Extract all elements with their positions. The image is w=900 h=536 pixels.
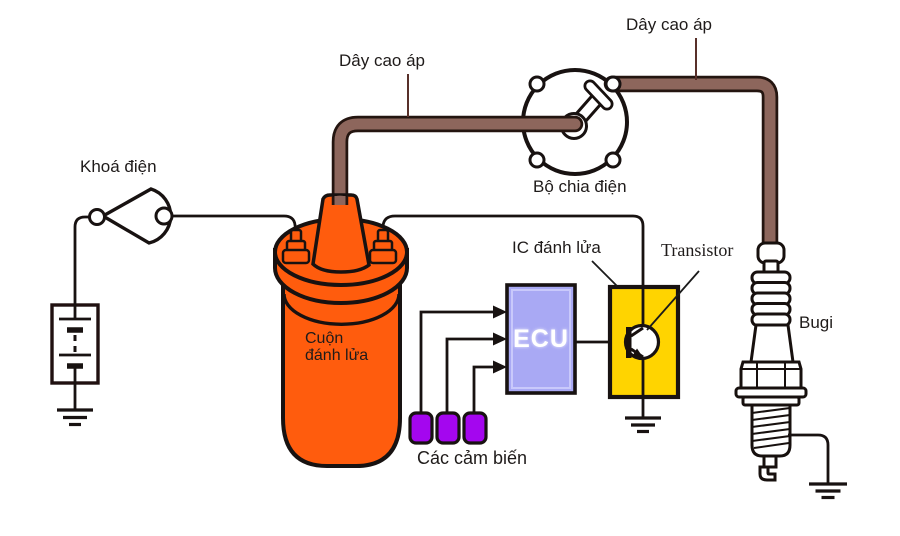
transistor-symbol — [623, 323, 661, 361]
hv-wire-distributor-to-plug — [603, 75, 779, 257]
coil-terminal-left — [281, 228, 311, 265]
label-distributor: Bộ chia điện — [533, 177, 627, 196]
arrowhead-3 — [493, 360, 507, 374]
spark-plug-hex — [739, 360, 803, 390]
igniter-ground-symbol — [625, 416, 661, 434]
spark-plug-ribs — [750, 270, 792, 327]
arrowhead-2 — [493, 332, 507, 346]
wire-switch-to-coil — [172, 214, 298, 233]
igniter-block — [607, 284, 681, 418]
ecu-block — [505, 283, 627, 395]
sensor-block-2 — [435, 411, 461, 445]
sensor-block-1 — [408, 411, 434, 445]
battery-symbol — [50, 303, 100, 385]
label-ignition-switch: Khoá điện — [80, 157, 157, 176]
ignition-coil — [273, 193, 409, 468]
label-coil-line1: Cuộn — [305, 330, 344, 347]
label-spark-plug: Bugi — [799, 313, 834, 332]
spark-plug-threads — [750, 403, 792, 458]
label-ecu: ECU — [513, 324, 569, 353]
label-hv-wire-2: Dây cao áp — [626, 15, 712, 34]
hv-wire-coil-to-distributor — [331, 115, 584, 212]
label-coil: Cuộn đánh lửa — [305, 330, 368, 364]
pointer-transistor — [646, 270, 700, 331]
label-hv-wire-1: Dây cao áp — [339, 51, 425, 70]
label-igniter: IC đánh lửa — [512, 238, 601, 257]
ignition-switch-symbol — [88, 187, 174, 245]
distributor-screws — [528, 75, 622, 169]
wire-coil-to-igniter — [381, 214, 645, 330]
sensor-wires — [419, 305, 507, 413]
spark-plug-ground — [788, 433, 847, 500]
battery-ground-symbol — [57, 383, 93, 427]
label-transistor: Transistor — [661, 240, 734, 260]
label-sensors: Các cảm biến — [417, 448, 528, 468]
arrowhead-1 — [493, 305, 507, 319]
sensor-blocks — [408, 411, 488, 445]
spark-plug-electrode — [758, 454, 778, 482]
sensor-block-3 — [462, 411, 488, 445]
wire-battery-to-switch — [73, 215, 90, 305]
pointer-igniter — [591, 260, 618, 287]
coil-terminal-right — [368, 228, 398, 265]
spark-plug — [734, 241, 808, 482]
label-coil-line2: đánh lửa — [305, 347, 369, 364]
